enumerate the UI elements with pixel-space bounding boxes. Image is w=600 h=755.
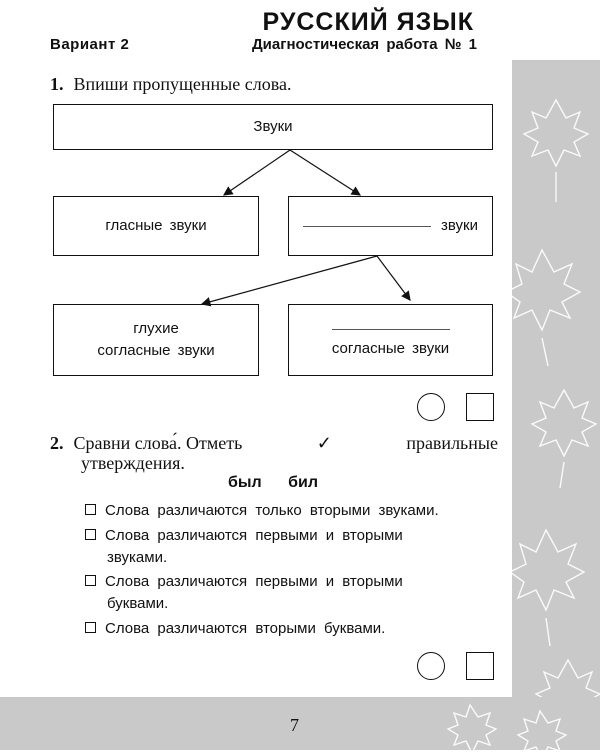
task2-instruction-line2: утверждения.	[81, 453, 185, 473]
vowels-box: гласные звуки	[53, 196, 259, 256]
answer-blank-1[interactable]	[303, 225, 432, 227]
maple-leaf-icon	[508, 528, 586, 647]
voiceless-box-line2: согласные звуки	[97, 342, 215, 359]
option-2[interactable]: Слова различаются первыми и вторыми звук…	[85, 525, 505, 569]
score-circle-icon[interactable]	[417, 393, 445, 421]
decorative-side-panel	[504, 60, 600, 750]
option-3-text: Слова различаются первыми и вторыми	[105, 573, 403, 590]
maple-leaf-icon	[516, 709, 568, 755]
blank-consonants-box-label: согласные звуки	[331, 339, 450, 357]
score-square-icon[interactable]	[466, 652, 494, 680]
option-3-text-cont: буквами.	[107, 595, 169, 612]
maple-leaf-icon	[504, 248, 582, 367]
task1-number: 1.	[50, 74, 64, 94]
blank-consonants-box: согласные звуки	[288, 304, 493, 376]
voiceless-box: глухие согласные звуки	[53, 304, 259, 376]
option-1-text: Слова различаются только вторыми звуками…	[105, 502, 439, 519]
task2-number: 2.	[50, 433, 64, 453]
option-2-text-cont: звуками.	[107, 549, 168, 566]
voiceless-box-line1: глухие	[133, 320, 179, 337]
subject-title: РУССКИЙ ЯЗЫК	[262, 8, 474, 36]
diagram-arrows	[200, 149, 411, 307]
leaves-bottom-decoration	[446, 703, 568, 755]
task2-heading: 2. Сравни слова́. Отметь ✓ правильные утв…	[50, 433, 498, 473]
decorative-bottom-panel	[0, 697, 600, 755]
checkmark-icon: ✓	[316, 433, 332, 453]
maple-leaves-decoration	[504, 98, 600, 728]
task1-heading: 1. Впиши пропущенные слова.	[50, 74, 291, 95]
consonants-box-label: звуки	[441, 217, 478, 234]
page-number: 7	[290, 715, 299, 735]
option-2-text: Слова различаются первыми и вторыми	[105, 527, 403, 544]
checkbox-icon[interactable]	[85, 504, 96, 515]
work-title: Диагностическая работа № 1	[251, 36, 477, 53]
option-1[interactable]: Слова различаются только вторыми звуками…	[85, 500, 505, 522]
answer-blank-2[interactable]	[331, 321, 450, 330]
checkbox-icon[interactable]	[85, 529, 96, 540]
arrow-to-blank-consonants	[376, 255, 411, 301]
arrow-to-consonants	[289, 149, 362, 196]
option-3[interactable]: Слова различаются первыми и вторыми букв…	[85, 571, 505, 615]
option-4-text: Слова различаются вторыми буквами.	[105, 620, 386, 637]
task2-instruction-part2: правильные	[406, 433, 498, 453]
diagram-root-box: Звуки	[53, 104, 493, 150]
score-square-icon[interactable]	[466, 393, 494, 421]
compared-words: был бил	[228, 474, 319, 491]
task1-instruction: Впиши пропущенные слова.	[73, 74, 292, 94]
consonants-box: звуки	[288, 196, 493, 256]
maple-leaf-icon	[446, 703, 498, 755]
task2-instruction-part1: Сравни слова́. Отметь	[73, 433, 243, 453]
maple-leaf-icon	[530, 388, 598, 489]
arrow-to-vowels	[223, 149, 291, 196]
checkbox-icon[interactable]	[85, 575, 96, 586]
arrow-to-voiceless	[200, 255, 378, 307]
checkbox-icon[interactable]	[85, 622, 96, 633]
score-circle-icon[interactable]	[417, 652, 445, 680]
task2-heading-line1: 2. Сравни слова́. Отметь ✓ правильные	[50, 433, 498, 453]
variant-label: Вариант 2	[50, 36, 130, 53]
vowels-box-label: гласные звуки	[105, 217, 207, 234]
worksheet-page: РУССКИЙ ЯЗЫК Вариант 2 Диагностическая р…	[50, 8, 505, 680]
option-4[interactable]: Слова различаются вторыми буквами.	[85, 618, 505, 640]
root-box-label: Звуки	[253, 118, 293, 135]
maple-leaf-icon	[522, 98, 590, 202]
